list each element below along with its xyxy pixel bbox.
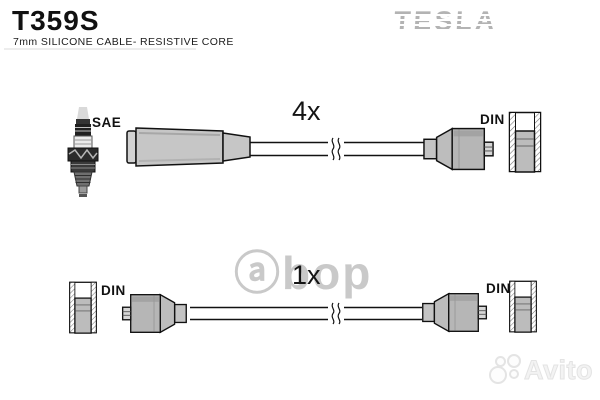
din-label-row2-left: DIN [101,283,126,298]
avito-logo-circle [509,369,519,379]
din-cap-section-icon-row2-left [66,281,100,334]
part-number: T359S [12,5,100,36]
quantity-label-row2: 1x [292,260,321,290]
cable-break-icon [331,302,335,325]
avito-logo-circle [489,366,507,384]
din-label-row2-right: DIN [486,281,511,296]
din-cap-section-icon-row1 [507,110,543,174]
din-cap-section-icon-row2-right [506,280,540,333]
quantity-label-row1: 4x [292,96,321,126]
din-label-row1: DIN [480,112,505,127]
tesla-logo: TESLA [392,6,499,36]
cable-break-icon [331,137,335,161]
sae-label: SAE [92,115,122,130]
din-boot-icon-row2-left [118,292,190,335]
cable-row1 [250,137,426,161]
photo-watermark: ⓐbop [234,247,373,299]
avito-wordmark: Avito [524,355,594,386]
header-underline [4,48,196,50]
sae-boot-icon [126,124,252,170]
cable-spec: 7mm SILICONE CABLE- RESISTIVE CORE [13,36,234,48]
avito-logo-circle [507,354,521,368]
avito-watermark: Avito [488,354,600,394]
spark-plug-icon [62,106,104,198]
din-boot-icon-row2-right [419,291,491,334]
cable-row2 [190,302,422,326]
din-boot-icon-row1 [423,125,495,173]
